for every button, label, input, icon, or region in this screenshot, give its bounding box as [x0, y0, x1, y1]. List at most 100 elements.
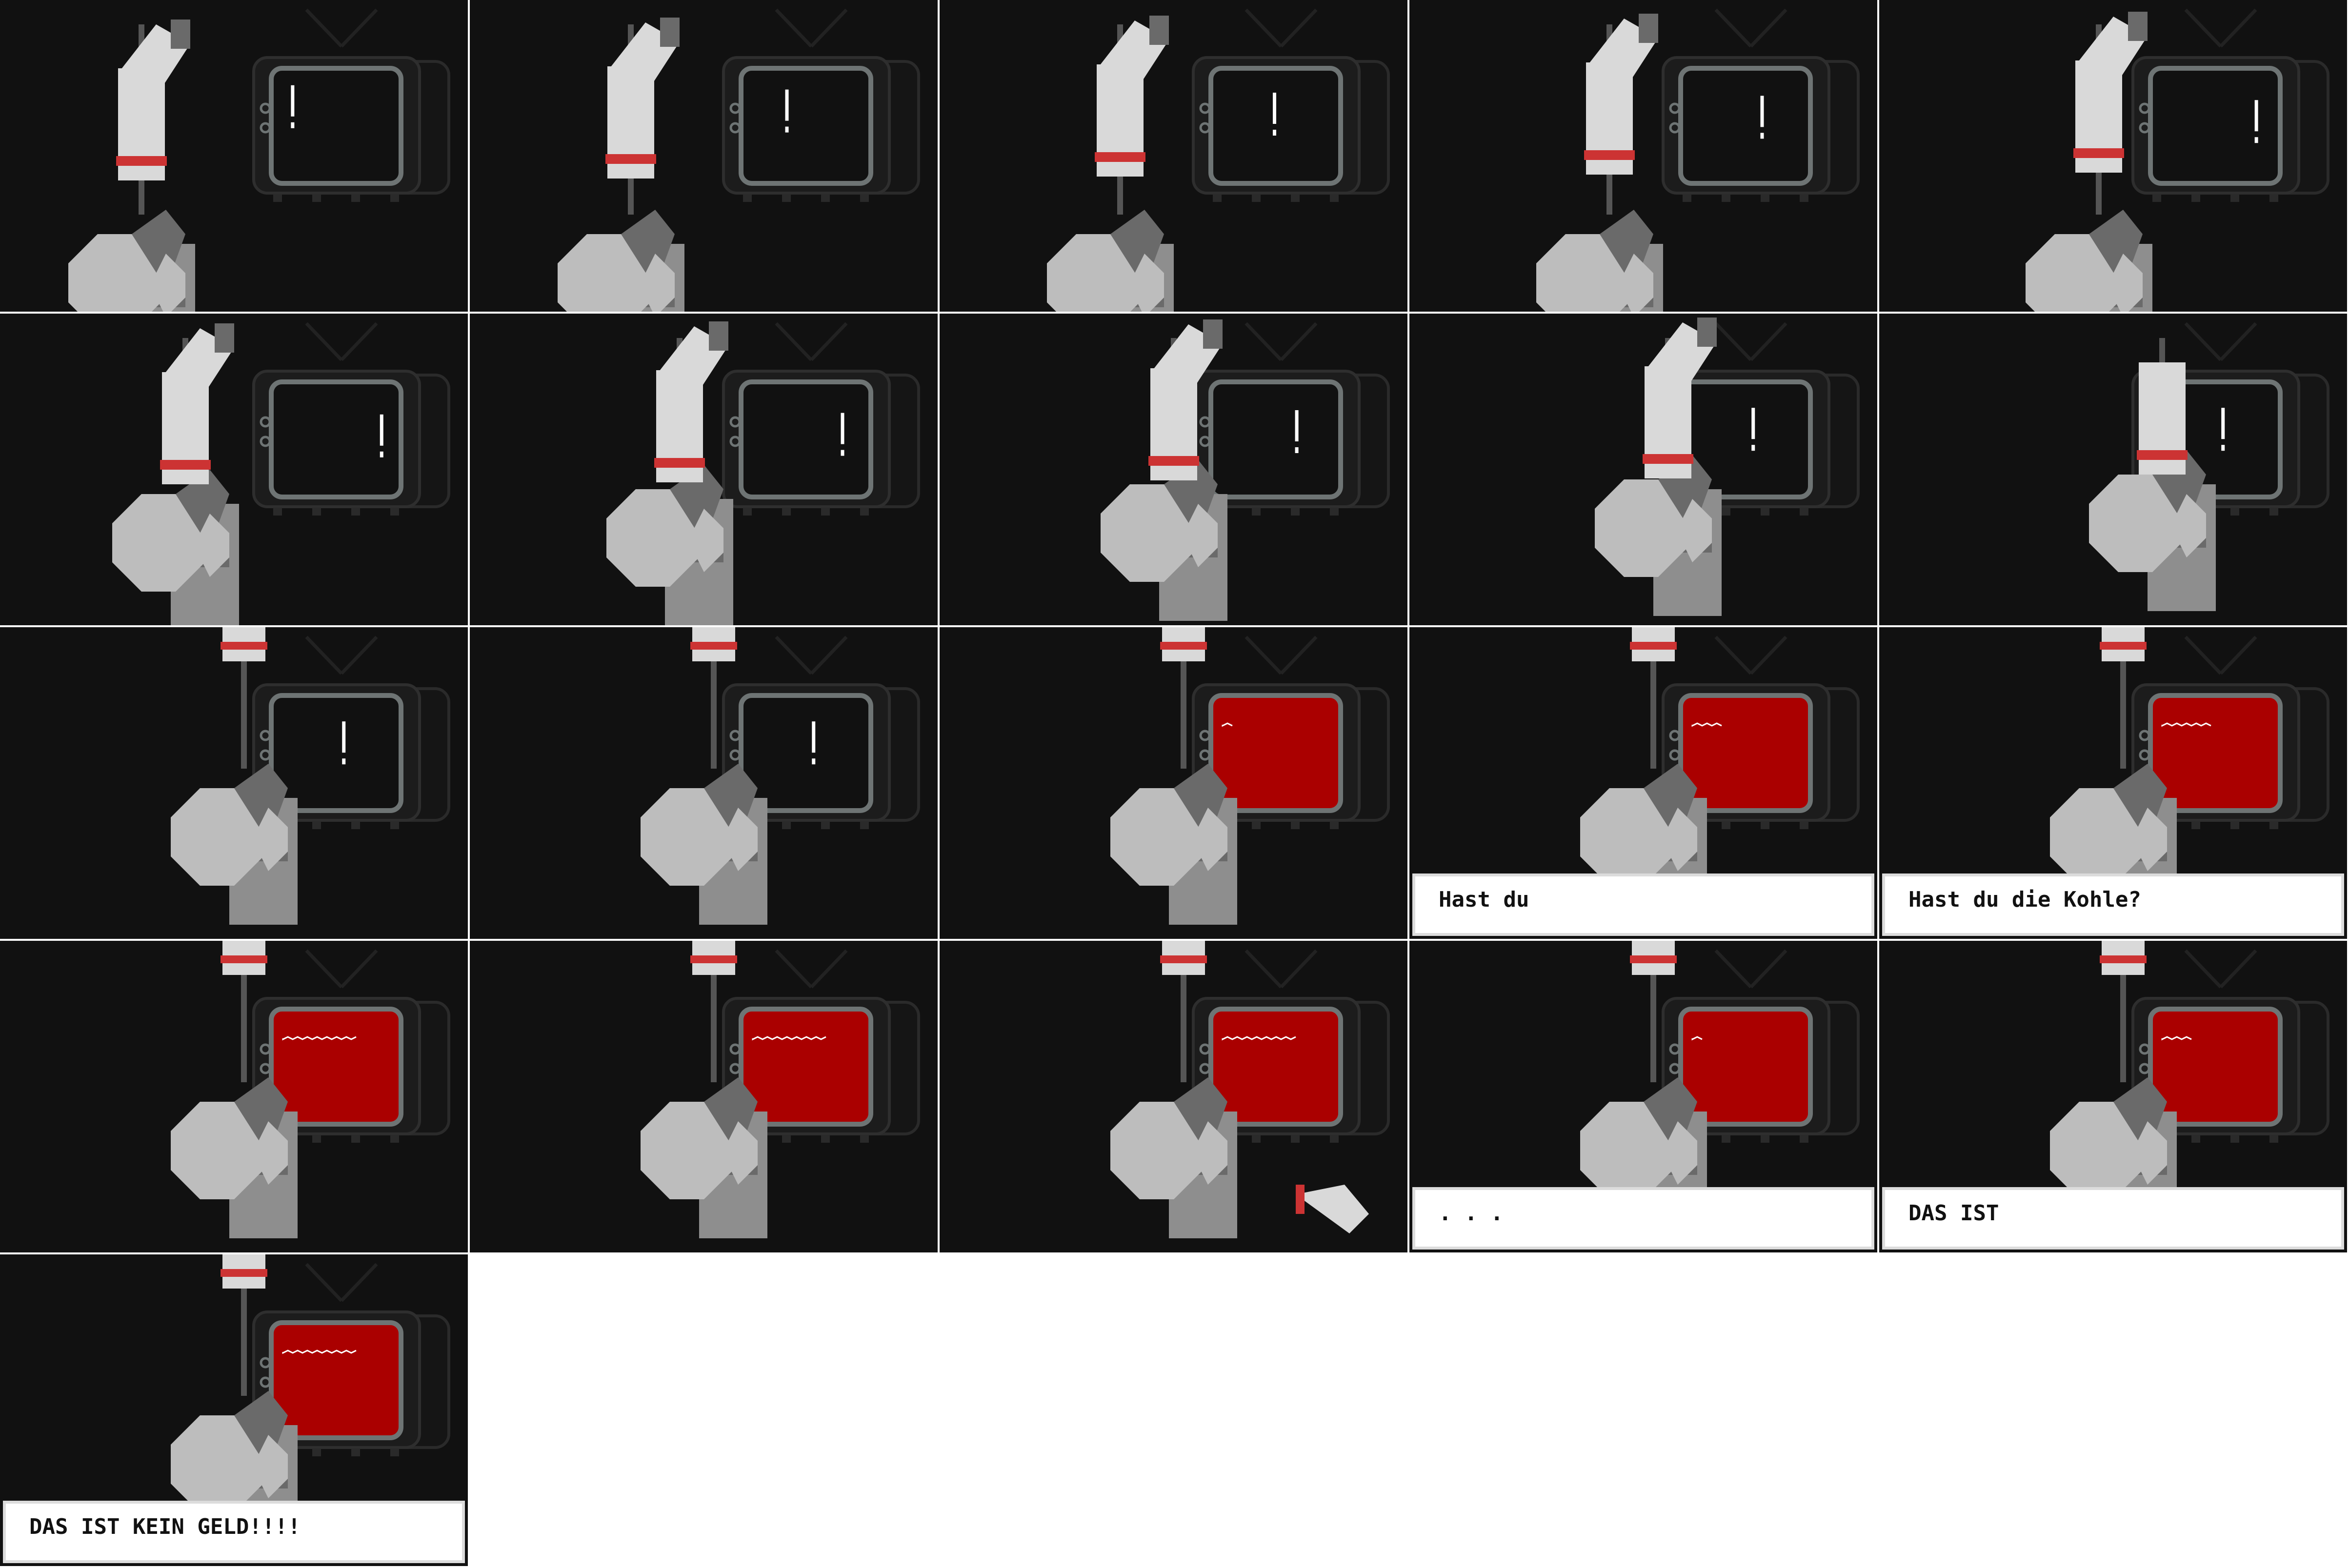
robot-neck: [1650, 965, 1656, 1082]
tv-foot: [312, 821, 321, 829]
tv-foot: [1291, 821, 1300, 829]
animation-frame: [1879, 0, 2347, 312]
tv-antenna-left: [1714, 8, 1752, 48]
robot-neck: [711, 965, 717, 1082]
frame-scene: [940, 0, 1407, 312]
tv-set: [722, 949, 920, 1143]
tv-antenna-right: [2219, 322, 2257, 361]
tv-screen: [739, 1007, 873, 1127]
robot-arm-stripe: [605, 154, 656, 164]
frame-scene: [940, 941, 1407, 1252]
animation-frame: [940, 314, 1407, 625]
tv-antenna-left: [775, 322, 813, 361]
robot-arm-stripe: [1584, 150, 1635, 160]
robot-collar-stripe: [1160, 955, 1207, 963]
robot-hand: [645, 254, 675, 312]
tv-foot: [1330, 508, 1339, 516]
frame-scene: [1879, 314, 2347, 625]
robot-hand: [156, 254, 185, 312]
tv-set: [252, 322, 450, 516]
exclamation-mark: [2221, 408, 2225, 451]
robot-collar-stripe: [1630, 955, 1677, 963]
tv-antenna-left: [305, 1263, 343, 1302]
robot-hand: [2138, 1121, 2167, 1185]
tv-antenna-right: [1280, 8, 1318, 48]
tv-foot: [312, 1135, 321, 1143]
exclamation-bar: [1760, 96, 1764, 127]
robot-hand: [259, 1435, 288, 1498]
animation-frame: [940, 627, 1407, 939]
tv-screen: [739, 693, 873, 813]
tv-set: [1192, 949, 1390, 1143]
animation-frame: [470, 627, 938, 939]
robot-arm-stripe: [2137, 450, 2188, 460]
robot: [558, 18, 684, 312]
tv-set: [1192, 8, 1390, 202]
robot-torso: [171, 1102, 263, 1199]
tv-foot: [1291, 508, 1300, 516]
tv-antenna-left: [305, 322, 343, 361]
exclamation-mark: [1295, 410, 1299, 453]
animation-frame: [940, 941, 1407, 1252]
dialog-box: DAS IST: [1882, 1187, 2344, 1250]
screen-wave: [752, 1036, 826, 1041]
robot-torso: [1580, 788, 1673, 886]
robot: [1047, 16, 1174, 312]
tv-foot: [351, 1449, 360, 1456]
tv-set: [2131, 635, 2329, 829]
tv-antenna-left: [2184, 949, 2222, 989]
tv-foot: [821, 821, 830, 829]
robot-collar-stripe: [221, 955, 267, 963]
animation-frame: [470, 941, 938, 1252]
robot-torso: [2089, 475, 2182, 572]
animation-frame: [1879, 314, 2347, 625]
exclamation-mark: [2254, 100, 2258, 143]
exclamation-dot: [1751, 445, 1755, 451]
robot-torso: [68, 234, 161, 312]
dropped-arm: [1296, 1185, 1369, 1233]
tv-foot: [1291, 1135, 1300, 1143]
frame-scene: [1409, 314, 1877, 625]
exclamation-dot: [841, 450, 844, 456]
animation-frame: [1409, 314, 1877, 625]
tv-foot: [2269, 194, 2278, 202]
frame-scene: [940, 627, 1407, 939]
exclamation-mark: [380, 414, 383, 457]
tv-foot: [390, 1449, 399, 1456]
robot-arm-stripe: [160, 460, 211, 470]
animation-frame: Hast du die Kohle?: [1879, 627, 2347, 939]
exclamation-bar: [785, 89, 789, 121]
exclamation-dot: [1273, 130, 1276, 136]
tv-foot: [821, 194, 830, 202]
tv-foot: [782, 194, 791, 202]
tv-foot: [1291, 194, 1300, 202]
robot-torso: [2050, 1102, 2143, 1199]
tv-foot: [312, 508, 321, 516]
tv-foot: [1722, 1135, 1730, 1143]
tv-set: [722, 8, 920, 202]
robot-hand: [1198, 1121, 1227, 1185]
robot-hand: [1668, 808, 1697, 871]
robot-arm-stripe: [654, 458, 705, 468]
tv-foot: [860, 194, 869, 202]
screen-wave: [1222, 1036, 1296, 1041]
exclamation-mark: [841, 413, 844, 456]
tv-foot: [1800, 508, 1808, 516]
exclamation-mark: [342, 721, 346, 765]
exclamation-bar: [812, 721, 816, 753]
robot-hand: [694, 509, 723, 572]
robot-hand: [728, 808, 758, 871]
tv-set: [1662, 949, 1860, 1143]
tv-antenna-right: [2219, 8, 2257, 48]
tv-antenna-left: [1714, 635, 1752, 675]
robot-torso: [171, 1415, 263, 1513]
robot: [2089, 338, 2216, 611]
tv-antenna-left: [775, 8, 813, 48]
tv-foot: [2230, 508, 2239, 516]
tv-set: [1192, 635, 1390, 829]
tv-foot: [782, 821, 791, 829]
robot-hand: [2177, 494, 2206, 557]
exclamation-mark: [291, 85, 295, 128]
robot-neck: [241, 1279, 247, 1396]
tv-foot: [1252, 194, 1261, 202]
